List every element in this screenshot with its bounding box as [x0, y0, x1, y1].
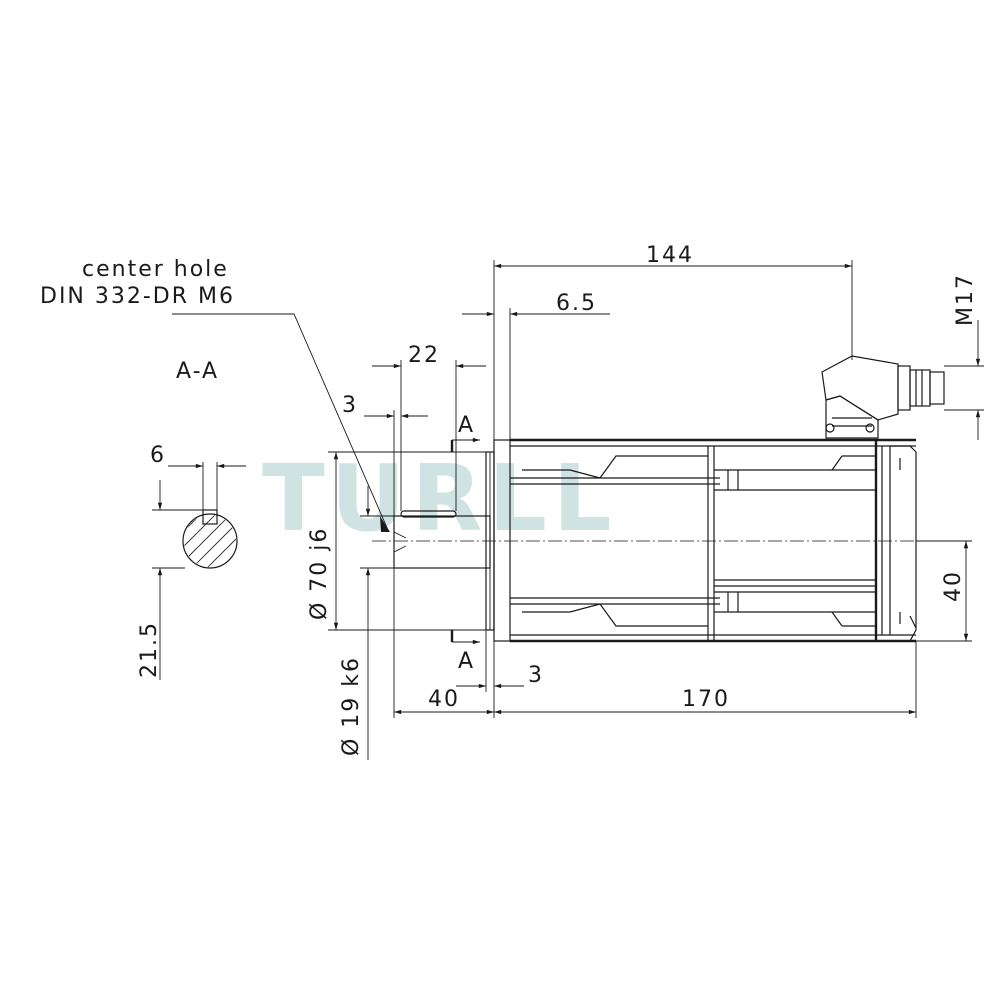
note-line-1: center hole — [82, 257, 229, 282]
note-line-2: DIN 332-DR M6 — [40, 284, 235, 309]
watermark: TURLL — [262, 445, 618, 552]
key-height-label: 21.5 — [137, 621, 162, 678]
motor-body — [510, 438, 917, 643]
shaft-key — [400, 510, 457, 518]
connector — [821, 355, 945, 439]
dim-body-length: 170 — [682, 687, 730, 712]
dimensions: 144 6.5 22 3 Ø 70 j6 Ø 19 k6 40 — [307, 243, 984, 760]
dim-connector-thread: M17 — [953, 273, 978, 326]
dim-shaft-length: 40 — [428, 687, 460, 712]
center-hole-note: center hole DIN 332-DR M6 — [40, 257, 390, 532]
dim-flange-thickness: 3 — [528, 663, 544, 688]
dim-key-offset: 3 — [342, 393, 358, 418]
section-keyway — [202, 509, 218, 525]
section-shaft-circle — [182, 513, 238, 569]
dim-pilot-diameter: Ø 70 j6 — [307, 527, 332, 620]
dim-key-length: 22 — [408, 343, 440, 368]
section-a-a: A-A 6 21.5 — [137, 359, 246, 680]
section-mark-top: A — [458, 413, 475, 438]
dim-total-length: 144 — [646, 243, 694, 268]
section-hatch — [184, 515, 236, 567]
dim-connector-offset: 40 — [941, 570, 966, 602]
key-width-label: 6 — [150, 443, 166, 468]
flange — [485, 439, 511, 642]
section-mark-bottom: A — [458, 649, 475, 674]
dim-shaft-diameter: Ø 19 k6 — [339, 656, 364, 756]
dim-flange-offset: 6.5 — [556, 291, 597, 316]
section-title: A-A — [176, 359, 219, 384]
note-leader — [172, 313, 389, 531]
section-marks: A A — [450, 413, 480, 674]
